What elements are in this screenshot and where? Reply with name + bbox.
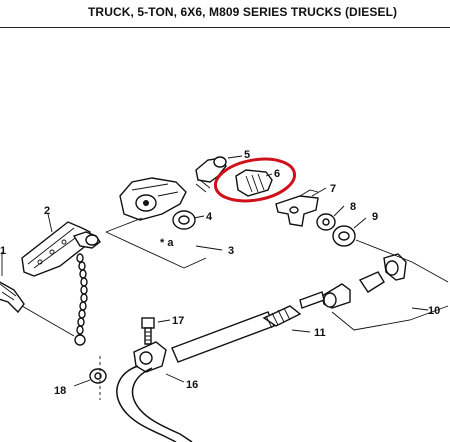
part-6-adapter	[235, 169, 273, 197]
highlight-circle	[213, 157, 297, 203]
callout-16: 16	[186, 379, 198, 391]
callout-3: 3	[228, 245, 234, 257]
callout-6: 6	[274, 168, 280, 180]
part-18-nut	[73, 368, 107, 387]
part-4-nut	[172, 210, 205, 230]
callout-5: 5	[244, 149, 250, 161]
lower-pipe	[99, 356, 193, 442]
part-11-tube	[171, 291, 325, 363]
part-9-nut	[332, 217, 367, 247]
callout-10: 10	[428, 305, 440, 317]
part-2-bracket-chain	[21, 213, 101, 346]
callout-11: 11	[314, 327, 326, 339]
note-marker: * a	[160, 237, 174, 249]
part-10-fittings	[321, 239, 449, 331]
part-17-bolt	[141, 317, 171, 345]
part-7-bracket	[275, 187, 327, 227]
callout-18: 18	[54, 385, 66, 397]
page-title: TRUCK, 5-TON, 6X6, M809 SERIES TRUCKS (D…	[88, 5, 398, 19]
callout-8: 8	[350, 201, 356, 213]
callout-1: 1	[0, 245, 6, 257]
part-1-cable-end	[0, 252, 25, 314]
header-rule	[0, 27, 450, 28]
callout-17: 17	[172, 315, 184, 327]
page-header: TRUCK, 5-TON, 6X6, M809 SERIES TRUCKS (D…	[0, 0, 450, 30]
callout-2: 2	[44, 205, 50, 217]
chain	[74, 253, 88, 346]
part-5-elbow	[195, 155, 243, 193]
callout-7: 7	[330, 183, 336, 195]
part-3-clevis-assembly	[105, 177, 223, 269]
part-8-washer	[316, 205, 345, 231]
callout-9: 9	[372, 211, 378, 223]
callout-4: 4	[206, 211, 213, 223]
